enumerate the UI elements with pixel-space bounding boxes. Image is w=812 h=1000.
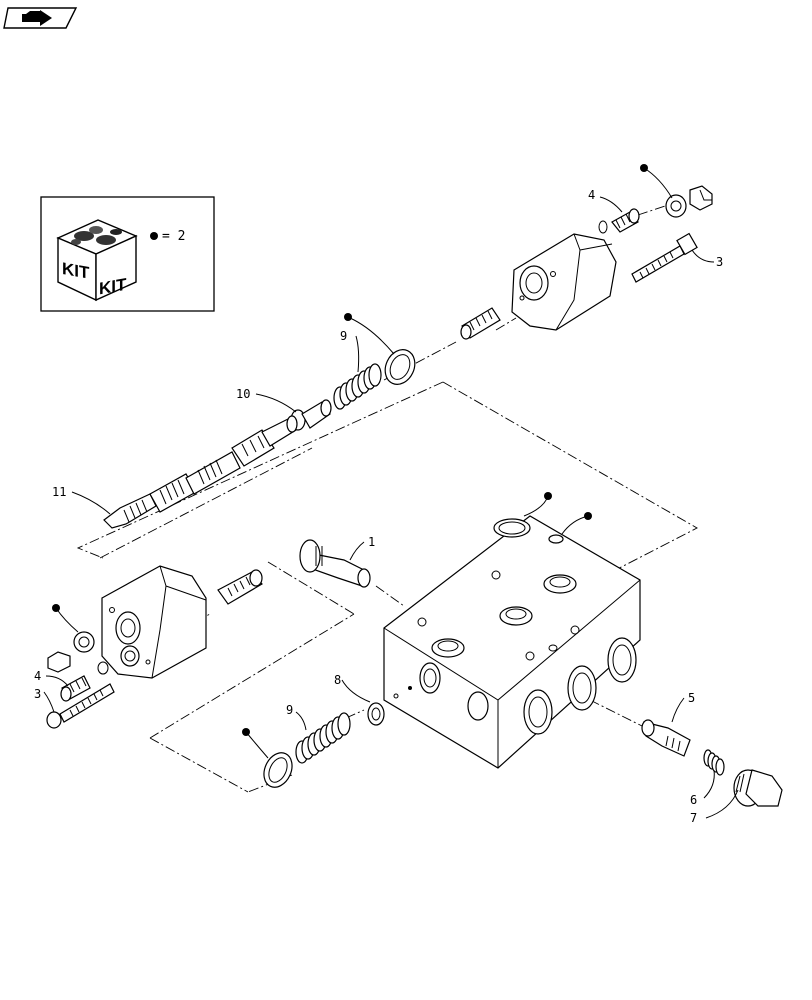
callout-3-upper: 3 <box>716 255 723 269</box>
spring-seat-upper <box>460 307 501 340</box>
valve-body <box>383 515 641 769</box>
kit-word-left: KIT <box>62 258 90 283</box>
spring-6 <box>703 749 725 776</box>
navigation-arrow-icon[interactable] <box>3 7 78 29</box>
callout-1: 1 <box>368 535 375 549</box>
callout-6: 6 <box>690 793 697 807</box>
leader-lines <box>43 167 739 819</box>
plug-7 <box>733 769 783 807</box>
seat-8 <box>367 702 385 726</box>
callout-labels: 4 3 9 10 11 1 4 3 8 9 5 6 7 <box>34 188 723 825</box>
plug-1 <box>299 539 371 588</box>
o-ring-upper <box>384 349 416 385</box>
kit-word-right: KIT <box>99 274 127 299</box>
callout-5: 5 <box>688 691 695 705</box>
fitting-upper <box>598 208 640 234</box>
check-valve-5 <box>641 719 691 757</box>
o-ring-block-small <box>548 534 564 544</box>
callout-9-upper: 9 <box>340 329 347 343</box>
callout-8: 8 <box>334 673 341 687</box>
callout-11: 11 <box>52 485 66 499</box>
upper-end-cap <box>511 233 617 331</box>
callout-3-lower: 3 <box>34 687 41 701</box>
cap-screw-lower <box>46 683 115 729</box>
fitting-lower <box>60 675 91 702</box>
spring-seat-lower <box>217 569 263 605</box>
callout-4-lower: 4 <box>34 669 41 683</box>
nut-and-washer-upper <box>665 185 713 218</box>
kit-equals-text: = 2 <box>162 229 185 244</box>
spring-lower <box>295 712 351 764</box>
nut-and-washer-lower <box>47 631 95 673</box>
kit-legend-box: KIT KIT = 2 <box>40 196 215 312</box>
lower-end-cap <box>101 565 207 679</box>
kit-bullet-icon <box>150 232 158 240</box>
callout-7: 7 <box>690 811 697 825</box>
snap-ring-lower <box>97 661 109 675</box>
spring-upper <box>333 363 382 410</box>
kit-box-icon: KIT KIT <box>56 219 138 302</box>
kit-marker-oring-9-icon <box>344 313 352 321</box>
callout-4-upper: 4 <box>588 188 595 202</box>
callout-9-lower: 9 <box>286 703 293 717</box>
callout-10: 10 <box>236 387 250 401</box>
spool-11 <box>103 415 298 529</box>
cap-screw-upper <box>631 232 698 283</box>
o-ring-lower <box>263 752 293 788</box>
